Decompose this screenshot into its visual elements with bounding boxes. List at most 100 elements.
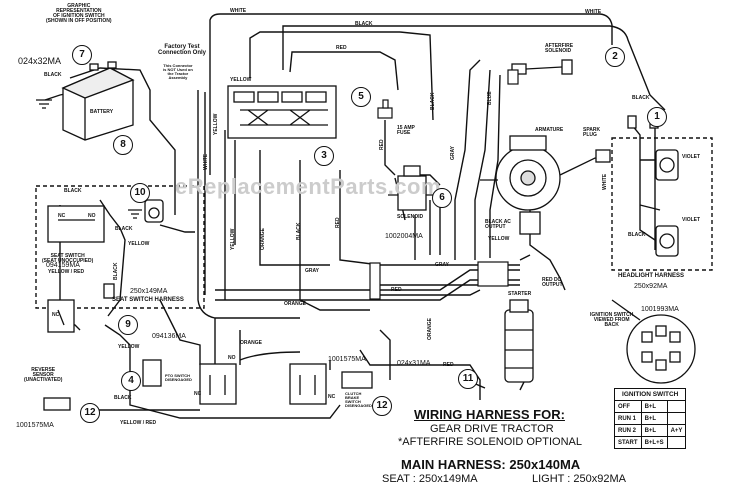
- table-cell: START: [614, 436, 642, 449]
- battery-label: BATTERY: [90, 109, 114, 115]
- diagram-subtitle: GEAR DRIVE TRACTOR: [430, 423, 554, 435]
- armature-label: ARMATURE: [535, 127, 564, 133]
- callout-12-reverse: 12: [80, 403, 100, 423]
- diagram-note: *AFTERFIRE SOLENOID OPTIONAL: [398, 436, 582, 448]
- table-cell: B+L: [640, 412, 668, 425]
- clutch-part: 1001575MA: [328, 356, 366, 363]
- ignition-viewed-label: IGNITION SWITCH VIEWED FROM BACK: [590, 312, 634, 328]
- black-ac-output: BLACK AC OUTPUT: [485, 219, 511, 230]
- callout-11: 11: [458, 369, 478, 389]
- reverse-sensor-label: REVERSE SENSOR (UNACTIVATED): [24, 367, 63, 383]
- table-cell: RUN 1: [614, 412, 642, 425]
- reverse-part: 1001575MA: [16, 422, 54, 429]
- wire-black-vert: BLACK: [296, 222, 302, 241]
- wire-gray-2: GRAY: [435, 262, 449, 268]
- table-cell: [666, 412, 687, 425]
- wire-white-vert: WHITE: [203, 153, 209, 170]
- ignition-part: 1001993MA: [641, 306, 679, 313]
- red-dc-output: RED DC OUTPUT: [542, 277, 563, 288]
- callout-2: 2: [605, 47, 625, 67]
- wire-orange-mid: ORANGE: [240, 340, 262, 346]
- wire-yellow-engine: YELLOW: [488, 236, 510, 242]
- wire-black-battery: BLACK: [44, 72, 62, 78]
- callout-5: 5: [351, 87, 371, 107]
- wire-orange-vert-2: ORANGE: [427, 318, 433, 340]
- wire-gray-1: GRAY: [305, 268, 319, 274]
- callout-7: 7: [72, 45, 92, 65]
- wire-black-lower: BLACK: [114, 395, 132, 401]
- callout-9: 9: [118, 315, 138, 335]
- headlight-part: 250x92MA: [634, 283, 668, 290]
- seat-switch-part: 094159MA: [46, 262, 80, 269]
- wire-gray-vert: GRAY: [450, 146, 456, 160]
- solenoid-label: SOLENOID: [397, 214, 424, 220]
- table-row: RUN 1 B+L: [614, 412, 687, 425]
- table-row: OFF B+L: [614, 400, 687, 413]
- wire-white-right: WHITE: [585, 9, 602, 15]
- factory-test-label: Factory Test Connection Only: [158, 44, 206, 56]
- pto-part: 094136MA: [152, 333, 186, 340]
- wire-white-top: WHITE: [230, 8, 247, 14]
- violet-label-1: VIOLET: [682, 154, 701, 160]
- headlight-harness-label: HEADLIGHT HARNESS: [618, 273, 685, 279]
- ignition-table-title: IGNITION SWITCH: [613, 388, 687, 401]
- seat-no-label: NO: [88, 213, 96, 219]
- clutch-switch-label: CLUTCH BRAKE SWITCH DISENGAGED: [345, 391, 372, 408]
- seat-switch-wire: YELLOW / RED: [48, 269, 85, 275]
- seat-nc-label: NC: [58, 213, 66, 219]
- table-cell: A+Y: [666, 424, 687, 437]
- wire-black-headlight: BLACK: [632, 95, 650, 101]
- table-cell: [666, 400, 687, 413]
- seat-harness-part: 250x149MA: [130, 288, 168, 295]
- afterfire-label: AFTERFIRE SOLENOID: [545, 43, 574, 54]
- wire-black-vert-3: BLACK: [113, 262, 119, 281]
- violet-label-2: VIOLET: [682, 217, 701, 223]
- pto-switch-label: PTO SWITCH DISENGAGED: [165, 373, 192, 382]
- callout-8: 8: [113, 135, 133, 155]
- main-harness-label: MAIN HARNESS: 250x140MA: [401, 457, 581, 472]
- graphic-rep-label: GRAPHIC REPRESENTATION OF IGNITION SWITC…: [46, 3, 112, 24]
- callout-6: 6: [432, 188, 452, 208]
- seat-switch-label: SEAT SWITCH (SEAT UNOCCUPIED): [42, 253, 94, 264]
- callout-3: 3: [314, 146, 334, 166]
- pto-nc-label: NC: [194, 391, 202, 397]
- fuse-label: 15 AMP FUSE: [397, 125, 415, 136]
- table-cell: B+L: [640, 424, 668, 437]
- wire-yellow-vert-2: YELLOW: [230, 228, 236, 250]
- clutch-nc-label: NC: [328, 394, 336, 400]
- wire-black-pto: BLACK: [115, 226, 133, 232]
- callout-10: 10: [130, 183, 150, 203]
- table-cell: B+L: [640, 400, 668, 413]
- table-cell: [666, 436, 687, 449]
- callout-4: 4: [121, 371, 141, 391]
- factory-note: This Connector is NOT Used on the Tracto…: [163, 63, 193, 80]
- wire-yellow-lower: YELLOW: [118, 344, 140, 350]
- wire-orange-vert: ORANGE: [260, 228, 266, 250]
- wire-black-headlight-2: BLACK: [628, 232, 646, 238]
- table-cell: RUN 2: [614, 424, 642, 437]
- wire-yellow-ign: YELLOW: [230, 77, 252, 83]
- starter-label: STARTER: [508, 291, 532, 297]
- wire-white-vert-2: WHITE: [602, 173, 608, 190]
- wire-black-vert-2: BLACK: [430, 92, 436, 111]
- diagram-title: WIRING HARNESS FOR:: [414, 407, 565, 422]
- table-row: RUN 2 B+L A+Y: [614, 424, 687, 437]
- spark-plug-label: SPARK PLUG: [583, 127, 601, 138]
- wire-red-vert: RED: [335, 217, 341, 228]
- seat-harness-footer: SEAT : 250x149MA: [382, 473, 478, 485]
- wire-red-vert-2: RED: [379, 139, 385, 150]
- harness-wire-part: 024x31MA: [397, 360, 431, 367]
- seat-harness-label: SEAT SWITCH HARNESS: [112, 297, 184, 303]
- ignition-switch-table: IGNITION SWITCH OFF B+L RUN 1 B+L RUN 2 …: [613, 388, 687, 449]
- callout-1: 1: [647, 107, 667, 127]
- wire-black-seat: BLACK: [64, 188, 82, 194]
- table-cell: OFF: [614, 400, 642, 413]
- watermark: eReplacementParts.com: [175, 174, 442, 199]
- wire-red-mid: RED: [391, 287, 402, 293]
- wire-red-top: RED: [336, 45, 347, 51]
- solenoid-part: 1002004MA: [385, 233, 423, 240]
- callout-12-clutch: 12: [372, 396, 392, 416]
- table-cell: B+L+S: [640, 436, 668, 449]
- light-harness-footer: LIGHT : 250x92MA: [532, 473, 626, 485]
